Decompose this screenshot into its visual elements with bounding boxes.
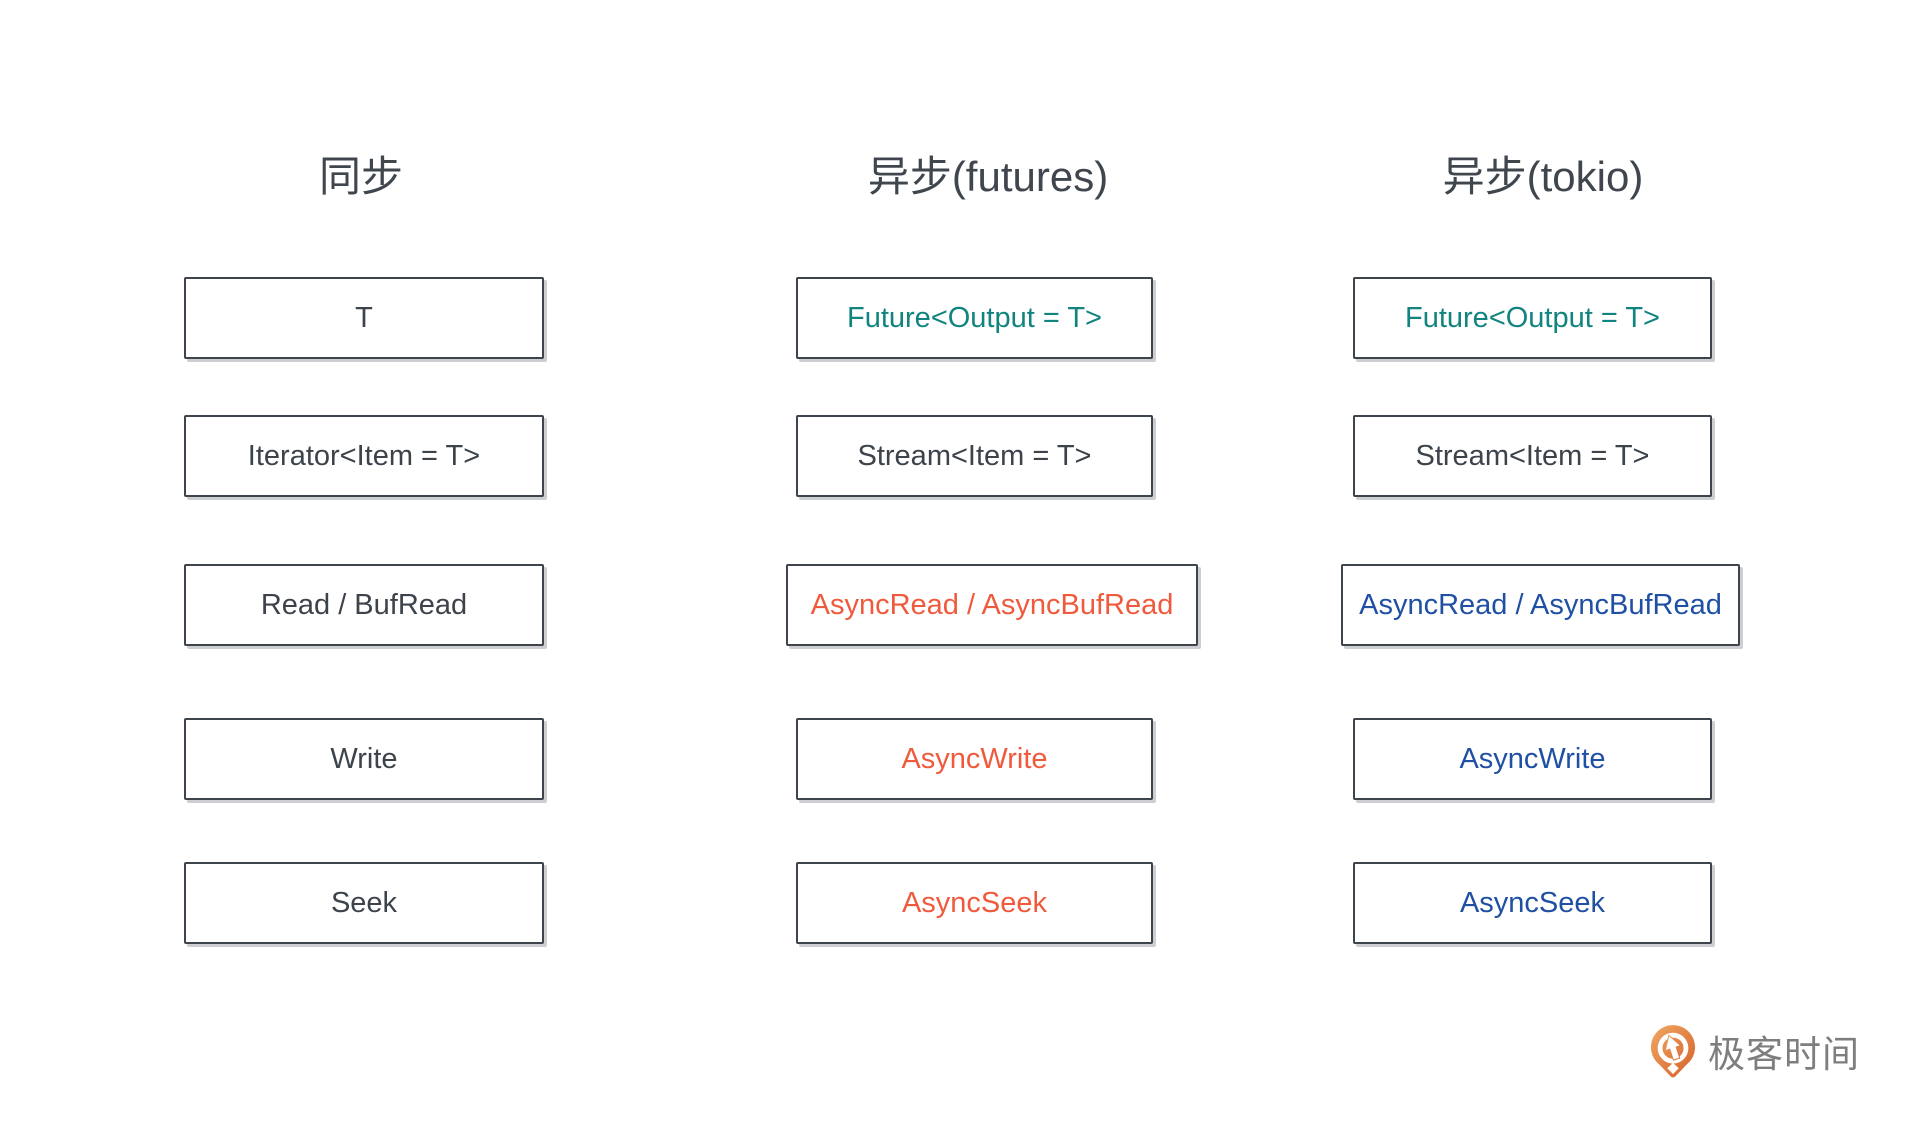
column-header-sync: 同步 [318, 153, 404, 200]
box-tokio-future: Future<Output = T> [1353, 277, 1712, 359]
box-sync-read: Read / BufRead [184, 564, 544, 646]
geektime-logo: 极客时间 [1650, 1022, 1860, 1080]
box-tokio-asyncwrite: AsyncWrite [1353, 718, 1712, 800]
box-futures-asyncseek: AsyncSeek [796, 862, 1153, 944]
box-label-read: Read / BufRead [260, 588, 468, 621]
box-tokio-asyncread: AsyncRead / AsyncBufRead [1341, 564, 1740, 646]
box-futures-asyncread: AsyncRead / AsyncBufRead [786, 564, 1198, 646]
box-label-futures-asyncseek: AsyncSeek [901, 886, 1048, 919]
box-label-futures-asyncread: AsyncRead / AsyncBufRead [810, 588, 1174, 621]
box-tokio-asyncseek: AsyncSeek [1353, 862, 1712, 944]
box-sync-seek: Seek [184, 862, 544, 944]
box-tokio-stream: Stream<Item = T> [1353, 415, 1712, 497]
box-label-tokio-asyncread: AsyncRead / AsyncBufRead [1359, 588, 1722, 621]
box-label-iterator: Iterator<Item = T> [247, 439, 481, 472]
box-futures-stream: Stream<Item = T> [796, 415, 1153, 497]
box-futures-future: Future<Output = T> [796, 277, 1153, 359]
box-label-futures-stream: Stream<Item = T> [857, 439, 1092, 472]
box-label-tokio-asyncwrite: AsyncWrite [1459, 742, 1606, 775]
box-label-t: T [355, 301, 373, 334]
column-header-tokio: 异步(tokio) [1442, 153, 1644, 200]
box-label-tokio-stream: Stream<Item = T> [1415, 439, 1650, 472]
box-label-seek: Seek [330, 886, 398, 919]
box-label-futures-asyncwrite: AsyncWrite [901, 742, 1048, 775]
box-sync-t: T [184, 277, 544, 359]
box-sync-write: Write [184, 718, 544, 800]
geektime-logo-text: 极客时间 [1708, 1034, 1860, 1075]
box-label-write: Write [330, 742, 398, 775]
box-label-tokio-future: Future<Output = T> [1405, 301, 1660, 334]
box-label-tokio-asyncseek: AsyncSeek [1459, 886, 1606, 919]
geektime-pin-icon [1650, 1025, 1696, 1078]
box-sync-iterator: Iterator<Item = T> [184, 415, 544, 497]
column-header-futures: 异步(futures) [867, 153, 1109, 200]
box-label-futures-future: Future<Output = T> [847, 301, 1102, 334]
box-futures-asyncwrite: AsyncWrite [796, 718, 1153, 800]
